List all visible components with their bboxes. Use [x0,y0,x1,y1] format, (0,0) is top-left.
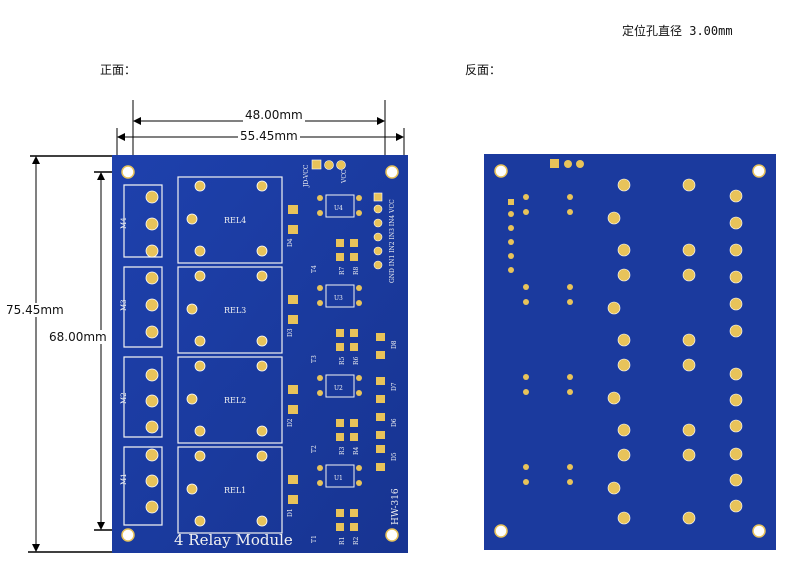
terminal-blocks [123,184,163,526]
opto-label-u2: U2 [334,385,343,392]
front-pcb: REL4 REL3 REL2 REL1 M4 M3 M2 M1 [112,155,408,553]
pcb-body [112,155,408,553]
back-view-label: 反面： [465,63,502,77]
dim-width-outer: 55.45mm [238,129,300,143]
relay-label-rel4: REL4 [224,216,246,225]
dim-width-inner: 48.00mm [243,108,305,122]
front-view-label: 正面： [100,63,137,77]
module-name: 4 Relay Module [174,531,293,549]
dim-height-outer: 75.45mm [4,303,66,317]
led-label-d8: D8 [391,340,398,349]
transistor-label-t1: T1 [311,535,318,543]
dim-height-inner: 68.00mm [47,330,109,344]
terminal-label-m2: M2 [120,392,128,404]
led-label-d5: D5 [391,452,398,461]
header-pins [311,159,383,270]
led-label-d2: D2 [287,418,294,427]
opto-label-u3: U3 [334,295,343,302]
hole-spec-label: 定位孔直径 3.00mm [622,24,733,38]
pin-label-jdvcc: JD-VCC [303,164,310,188]
led-label-d7: D7 [391,382,398,391]
mounting-hole-icon [494,164,766,538]
opto-label-u4: U4 [334,205,343,212]
transistor-label-t3: T3 [311,355,318,363]
transistor-label-t4: T4 [311,265,318,273]
opto-outlines [325,194,355,488]
model-label: HW-316 [391,488,401,525]
pin-label-row: GND IN1 IN2 IN3 IN4 VCC [389,199,396,283]
res-label-r8: R8 [353,266,360,275]
res-label-r6: R6 [353,356,360,365]
back-small-pads [508,194,573,485]
relay-label-rel3: REL3 [224,306,246,315]
terminal-label-m4: M4 [120,217,128,229]
led-label-d3: D3 [287,328,294,337]
transistor-label-t2: T2 [311,445,318,453]
res-label-r4: R4 [353,446,360,455]
res-label-r5: R5 [339,356,346,365]
relay-label-rel1: REL1 [224,486,246,495]
terminal-label-m3: M3 [120,299,128,311]
smd-pads [288,205,385,531]
relay-pads [186,180,268,527]
res-label-r3: R3 [339,446,346,455]
opto-pads [317,195,362,486]
led-label-d4: D4 [287,238,294,247]
led-label-d6: D6 [391,418,398,427]
terminal-pads [145,190,159,514]
mounting-hole-icon [121,165,399,542]
terminal-label-m1: M1 [120,473,128,485]
back-pcb [484,154,776,550]
relay-label-rel2: REL2 [224,396,246,405]
pin-label-vcc: VCC [341,169,348,184]
relay-outlines [177,176,283,534]
res-label-r1: R1 [339,537,346,545]
led-label-d1: D1 [287,508,294,517]
opto-label-u1: U1 [334,475,343,482]
res-label-r2: R2 [353,536,360,545]
back-through-pads [607,178,743,525]
res-label-r7: R7 [339,266,346,275]
pcb-body [484,154,776,550]
